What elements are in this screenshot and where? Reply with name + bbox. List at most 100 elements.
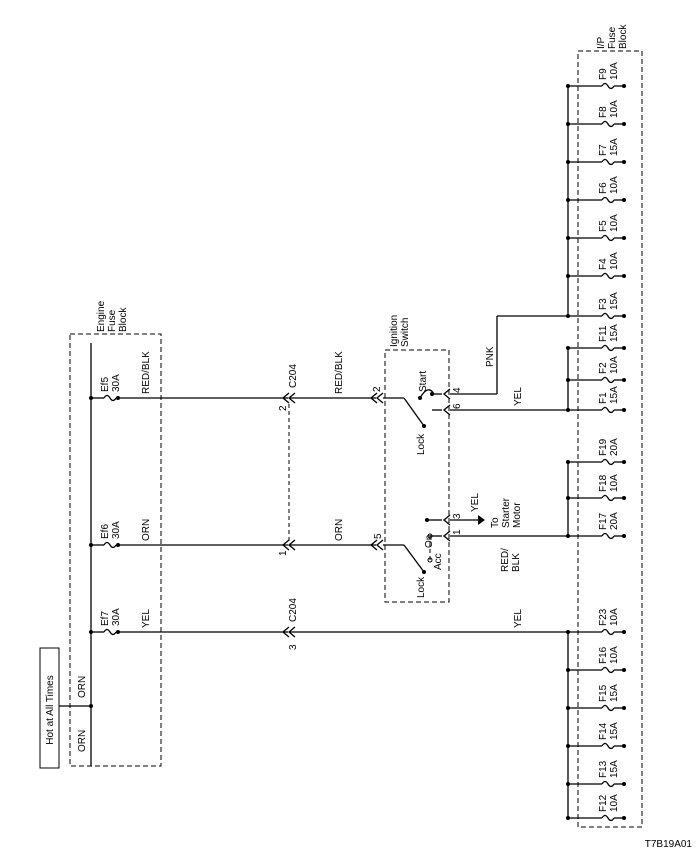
red-blk-label-1: RED/ bbox=[500, 548, 511, 572]
ip-fuse-rating: 15A bbox=[609, 760, 620, 778]
c204-pin-1: 1 bbox=[278, 550, 289, 556]
ef7-wire-color-right: YEL bbox=[513, 609, 524, 628]
switch-pin-6: 6 bbox=[452, 403, 463, 409]
c204-label-bottom: C204 bbox=[288, 598, 299, 622]
ip-fuse-name: F23 bbox=[598, 608, 609, 626]
ip-fuse-name: F16 bbox=[598, 646, 609, 664]
red-blk-label-2: BLK bbox=[511, 553, 522, 572]
ip-fuse-rating: 20A bbox=[609, 438, 620, 456]
pnk-wire-color: PNK bbox=[485, 346, 496, 367]
c204-pin-3: 3 bbox=[288, 644, 299, 650]
ip-fuse-rating: 10A bbox=[609, 62, 620, 80]
ignition-switch-label-2: Switch bbox=[400, 318, 411, 347]
ip-fuse-rating: 15A bbox=[609, 292, 620, 310]
feed-color-right: ORN bbox=[77, 676, 88, 698]
starter-wire-color: YEL bbox=[470, 493, 481, 512]
ef5-circuit: Ef5 30A RED/BLK C204 2 RED/BLK 2 bbox=[89, 351, 384, 411]
ef5-wire-color: RED/BLK bbox=[141, 351, 152, 394]
ip-fuse-rating: 15A bbox=[609, 722, 620, 740]
ef5-wire-color-mid: RED/BLK bbox=[334, 351, 345, 394]
switch-on-label: On bbox=[424, 535, 435, 548]
switch-acc-label: Acc bbox=[433, 553, 444, 570]
ip-fuse-rating: 10A bbox=[609, 214, 620, 232]
ip-fuse-name: F5 bbox=[598, 220, 609, 232]
ef5-rating: 30A bbox=[111, 374, 122, 392]
ef7-rating: 30A bbox=[111, 608, 122, 626]
c204-pin-2: 2 bbox=[278, 405, 289, 411]
battery-feed: ORN ORN bbox=[59, 343, 93, 766]
starter-label-1: To bbox=[490, 517, 501, 528]
ip-fuse-rating: 15A bbox=[609, 386, 620, 404]
ip-fuse-name: F18 bbox=[598, 474, 609, 492]
starter-label-2: Starter bbox=[501, 497, 512, 528]
ip-fuse-rating: 10A bbox=[609, 100, 620, 118]
ip-fuse-rating: 15A bbox=[609, 138, 620, 156]
ignition-switch: Ignition Switch Start Lock 4 6 On Acc Lo… bbox=[383, 315, 463, 603]
ef6-wire-color: ORN bbox=[141, 519, 152, 541]
ip-fuse-rating: 10A bbox=[609, 356, 620, 374]
switch-lock-label-upper: Lock bbox=[416, 433, 427, 455]
ip-fuse-rating: 10A bbox=[609, 252, 620, 270]
ip-fuse-rating: 10A bbox=[609, 646, 620, 664]
ip-fuse-name: F8 bbox=[598, 106, 609, 118]
ip-fuse-rating: 10A bbox=[609, 794, 620, 812]
engine-fuse-block-label-2: Fuse bbox=[107, 309, 118, 332]
ef7-name: Ef7 bbox=[100, 611, 111, 626]
ip-fuse-rating: 10A bbox=[609, 474, 620, 492]
ip-fuse-rating: 15A bbox=[609, 324, 620, 342]
ef7-wire-color: YEL bbox=[141, 609, 152, 628]
engine-fuse-block-label-1: Engine bbox=[96, 300, 107, 332]
ip-fuse-name: F4 bbox=[598, 258, 609, 270]
ip-fuse-name: F6 bbox=[598, 182, 609, 194]
c204-label-top: C204 bbox=[288, 364, 299, 388]
starter-label-3: Motor bbox=[512, 502, 523, 528]
ef5-name: Ef5 bbox=[100, 377, 111, 392]
figure-id: T7B19A01 bbox=[645, 839, 693, 850]
switch-lock-label-lower: Lock bbox=[416, 576, 427, 598]
ip-fuse-block-label-3: Block bbox=[618, 24, 629, 49]
ip-fuse-block-label-2: Fuse bbox=[607, 26, 618, 49]
ip-fuse-rating: 10A bbox=[609, 176, 620, 194]
ip-fuse-name: F19 bbox=[598, 438, 609, 456]
ip-fuse-name: F11 bbox=[598, 325, 609, 342]
ip-fuse-block-label-1: I/P bbox=[596, 36, 607, 49]
ip-fuse-name: F7 bbox=[598, 144, 609, 156]
ip-fuse-name: F2 bbox=[598, 362, 609, 374]
switch-outputs: PNK YEL YEL To Starter Motor RED/ BLK bbox=[450, 315, 568, 572]
switch-pin-4: 4 bbox=[452, 387, 463, 393]
ef6-circuit: Ef6 30A ORN 1 ORN 5 bbox=[89, 519, 384, 556]
ip-fuse-name: F3 bbox=[598, 298, 609, 310]
ef6-name: Ef6 bbox=[100, 524, 111, 539]
ip-fuse-block: I/P Fuse Block bbox=[567, 24, 643, 828]
switch-start-label: Start bbox=[418, 371, 429, 392]
hot-at-all-times-label: Hot at All Times bbox=[45, 675, 56, 744]
ef7-circuit: Ef7 30A YEL C204 3 YEL bbox=[89, 598, 568, 650]
feed-color-left: ORN bbox=[77, 730, 88, 752]
ip-fuse-name: F13 bbox=[598, 760, 609, 778]
ip-fuse-rating: 10A bbox=[609, 608, 620, 626]
engine-fuse-block: Engine Fuse Block bbox=[69, 300, 162, 767]
engine-fuse-block-label-3: Block bbox=[118, 307, 129, 332]
switch-pin-1: 1 bbox=[452, 529, 463, 535]
ignition-switch-label-1: Ignition bbox=[389, 315, 400, 347]
switch-pin-5: 5 bbox=[373, 533, 384, 539]
